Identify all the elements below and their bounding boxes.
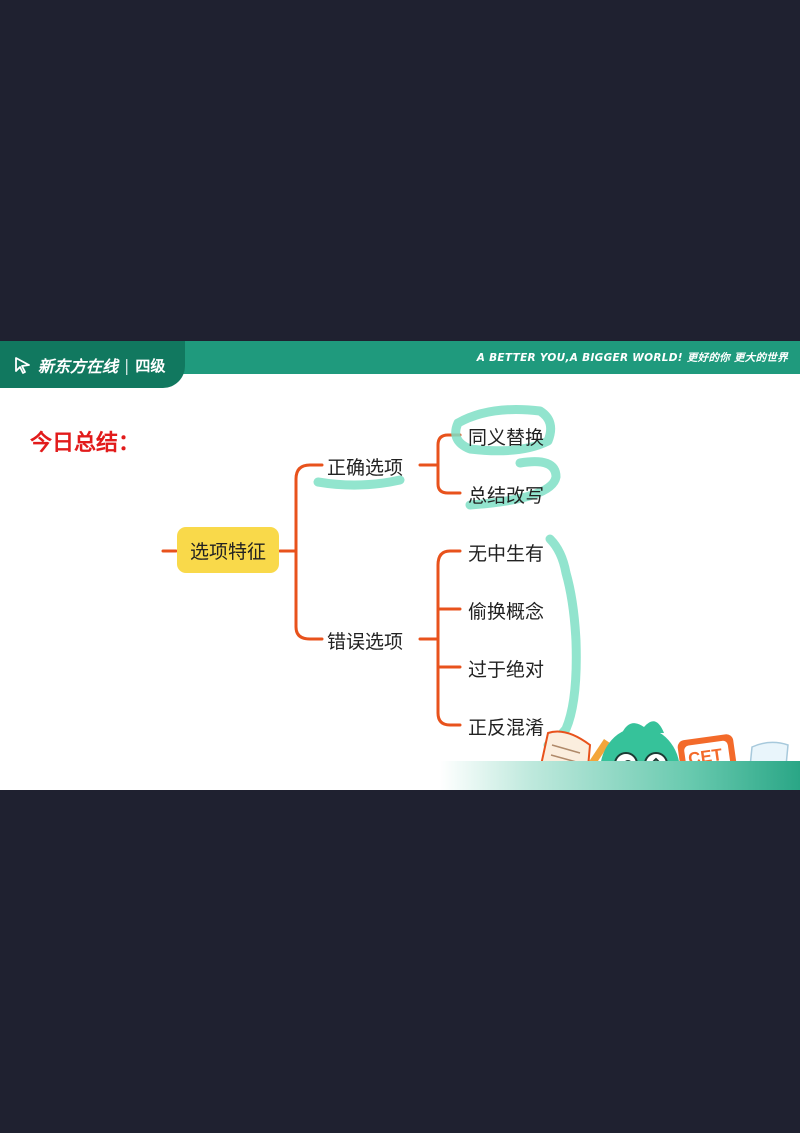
annotation-bracket [543,534,581,750]
mindmap-connectors: CET 4 [161,405,789,790]
connector-branch1 [418,433,462,495]
brand-logo: 新东方在线 | 四级 [14,353,165,377]
summary-title: 今日总结： [30,431,141,456]
connector-branch2 [418,549,462,727]
mindmap-root-node: 选项特征 [177,527,279,573]
branch-wrong-options: 错误选项 [327,631,404,653]
leaf-too-absolute: 过于绝对 [468,659,545,681]
annotation-circle [451,405,556,456]
footer-decoration [440,761,800,790]
header-slogan: A BETTER YOU,A BIGGER WORLD! 更好的你 更大的世界 [476,352,788,364]
leaf-concept-swap: 偷换概念 [468,601,545,623]
header-logo-tab: 新东方在线 | 四级 [0,341,185,388]
branch-correct-options: 正确选项 [327,457,404,479]
leaf-positive-negative-confusion: 正反混淆 [468,717,545,739]
brand-name: 新东方在线 [38,357,119,376]
brand-separator: | [124,355,130,375]
leaf-summary-rewrite: 总结改写 [468,485,545,507]
connector-root-branches [278,463,324,641]
leaf-fabrication: 无中生有 [468,543,545,565]
brand-logo-icon [15,357,30,374]
brand-level: 四级 [135,356,166,375]
leaf-synonym-replacement: 同义替换 [468,427,545,449]
annotation-underline [313,475,405,490]
annotation-hook [465,457,561,510]
slide: 新东方在线 | 四级 A BETTER YOU,A BIGGER WORLD! … [0,341,800,790]
